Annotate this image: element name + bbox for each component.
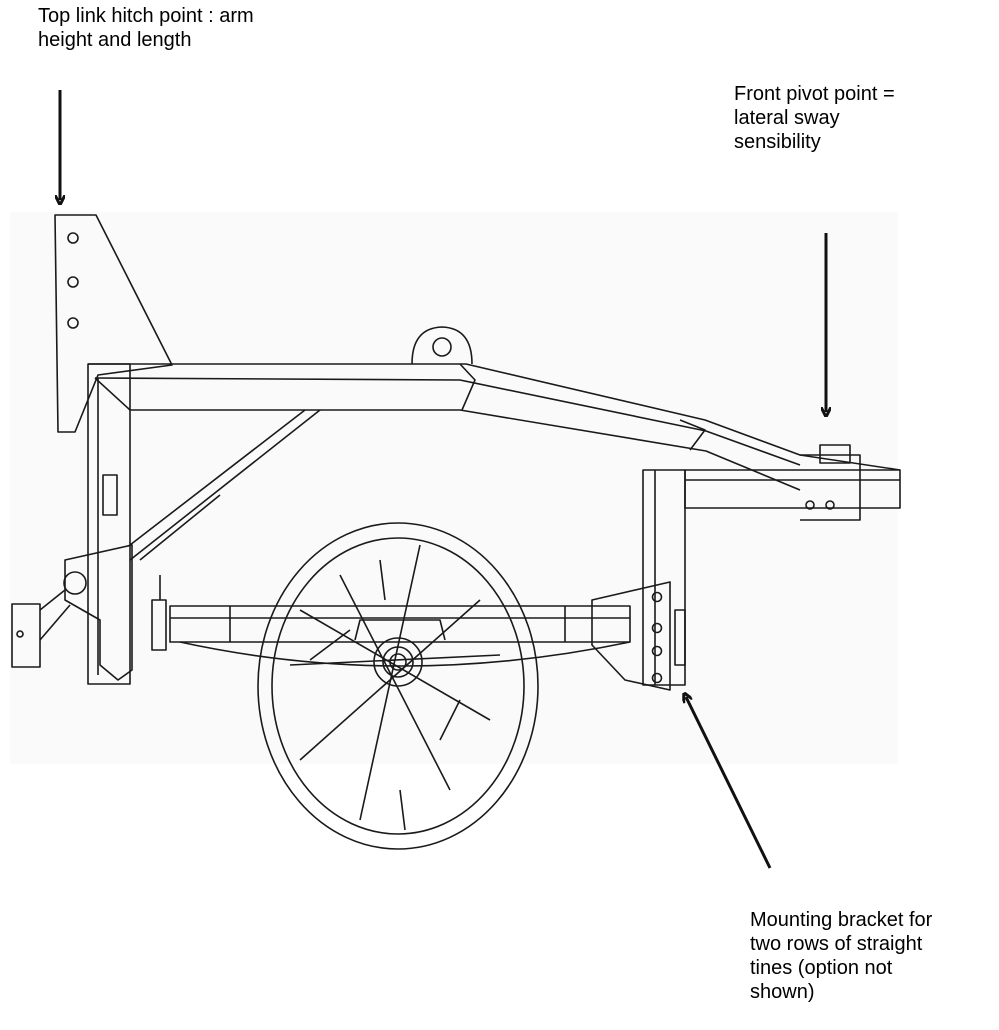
top-link-hitch-label: Top link hitch point : arm height and le… (38, 5, 254, 51)
axle-beam (169, 605, 631, 667)
mounting-bracket-arrow (686, 697, 772, 869)
front-pivot-label: Front pivot point = lateral sway sensibi… (734, 83, 895, 153)
rear-linkage-bracket (11, 544, 167, 681)
drawing-panel (10, 212, 898, 764)
diagonal-brace (129, 409, 321, 561)
wheel (257, 522, 539, 850)
top-link-hitch-plate (54, 214, 173, 433)
lifting-eye (411, 326, 473, 365)
mounting-bracket-plate (591, 581, 671, 691)
front-frame-post (642, 469, 686, 686)
rear-frame-post (87, 363, 131, 685)
mounting-bracket-label: Mounting bracket for two rows of straigh… (750, 909, 933, 1003)
front-pivot-arm (684, 444, 901, 521)
